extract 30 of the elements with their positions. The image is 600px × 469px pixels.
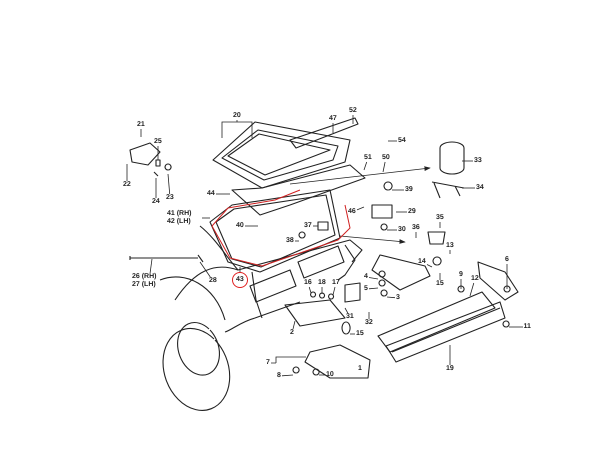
leader-line	[150, 258, 152, 274]
leader-line	[368, 288, 378, 290]
leader-line	[356, 206, 364, 210]
leader-line	[364, 162, 368, 170]
leader-line	[318, 374, 326, 376]
leader-line	[506, 264, 508, 290]
leader-line	[352, 114, 354, 124]
leader-line	[308, 286, 312, 294]
leader-line	[270, 356, 306, 364]
leader-line	[368, 312, 370, 320]
leader-line	[200, 262, 211, 278]
leader-line	[426, 264, 432, 268]
leader-line	[292, 320, 296, 330]
leader-line	[222, 120, 252, 138]
leader-line	[332, 122, 334, 134]
leader-line	[294, 240, 300, 242]
leader-line	[382, 162, 386, 172]
leader-line	[386, 296, 396, 298]
leader-line	[332, 286, 336, 296]
leader-line	[388, 140, 398, 142]
leader-line	[168, 174, 170, 194]
leader-line	[140, 128, 142, 138]
leader-line	[126, 164, 128, 182]
leader-line	[368, 277, 378, 280]
leader-line	[470, 282, 474, 296]
leader-line	[460, 278, 462, 290]
leader-line	[282, 374, 294, 376]
leader-line	[344, 308, 348, 314]
leader-line	[508, 326, 524, 328]
leader-line	[462, 160, 474, 162]
